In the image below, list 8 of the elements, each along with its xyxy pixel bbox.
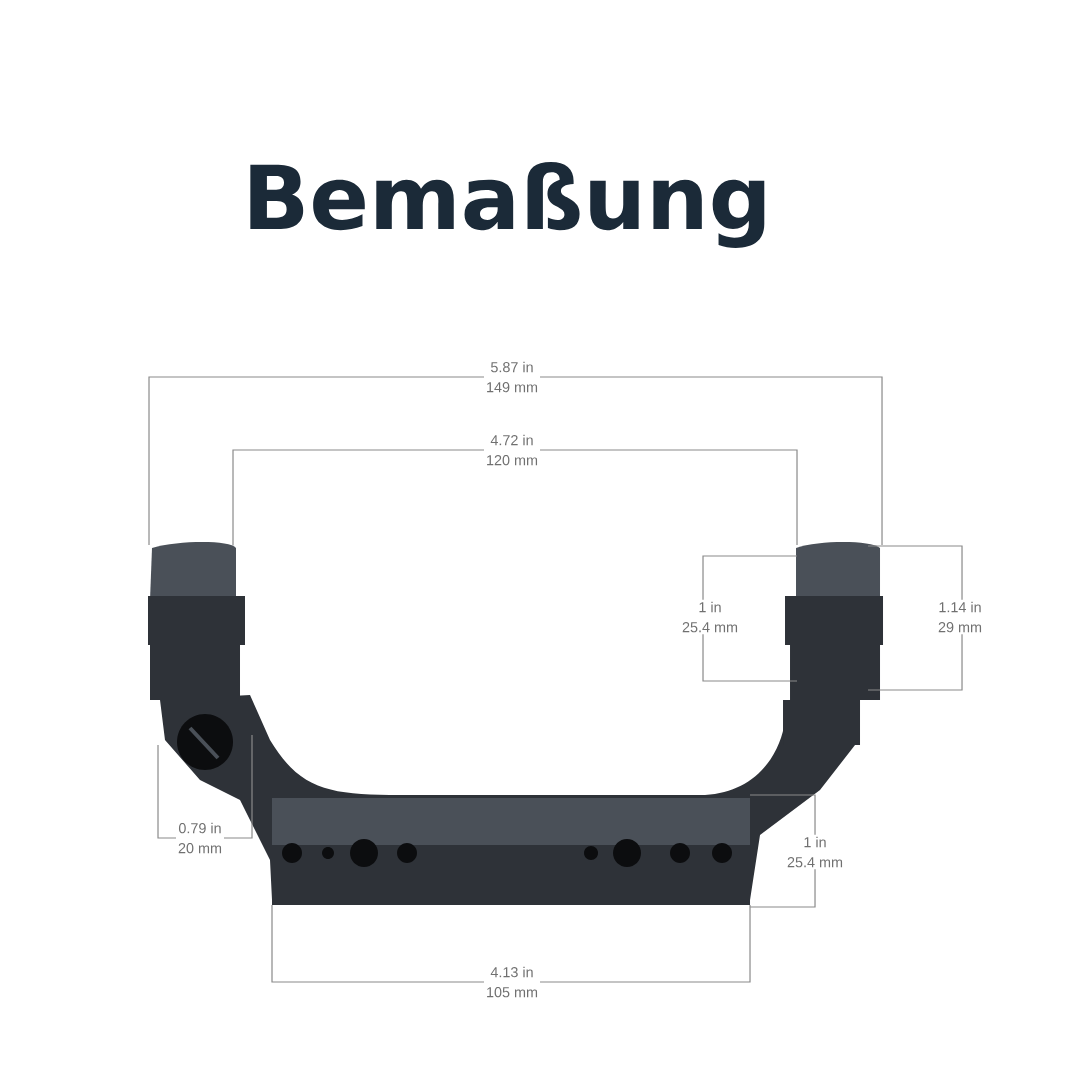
dimension-label: 4.13 in 105 mm xyxy=(484,964,540,1000)
dimension-label: 1 in 25.4 mm xyxy=(785,834,845,870)
title: Bemaßung xyxy=(250,162,765,248)
dimension-label: 1 in 25.4 mm xyxy=(680,599,740,635)
dimension-label: 5.87 in 149 mm xyxy=(484,359,540,395)
dimension-label: 0.79 in 20 mm xyxy=(176,820,224,856)
dimension-label: 1.14 in 29 mm xyxy=(936,599,984,635)
dimension-label: 4.72 in 120 mm xyxy=(484,432,540,468)
